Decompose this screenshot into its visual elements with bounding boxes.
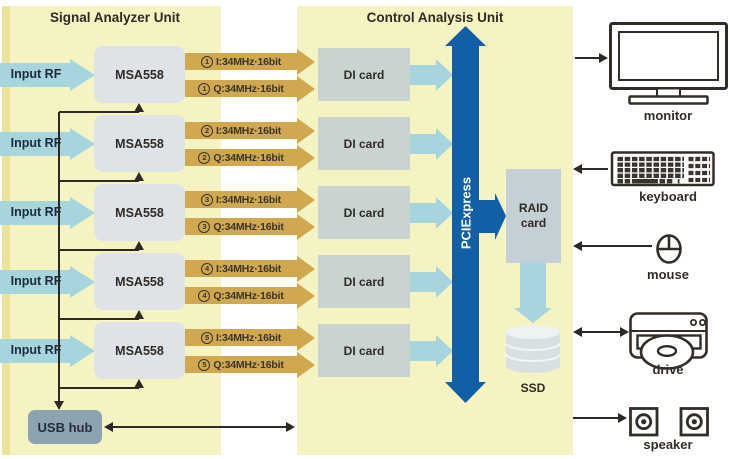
speaker-icon [629, 407, 709, 437]
channel-number: 4 [200, 262, 213, 275]
analyzer-box: MSA558 [94, 115, 185, 172]
monitor-label: monitor [643, 108, 693, 123]
channel-number: 2 [200, 124, 213, 137]
raid-to-ssd-arrow [514, 263, 552, 323]
di-pcie-arrow [410, 59, 453, 91]
ssd-cylinder-icon [505, 325, 561, 373]
monitor-icon [609, 22, 728, 105]
di-card-box: DI card [318, 324, 410, 377]
input-rf-arrow [0, 59, 95, 91]
channel-number: 1 [200, 55, 213, 68]
analyzer-box: MSA558 [94, 322, 185, 379]
channel-number: 5 [200, 331, 213, 344]
analyzer-box: MSA558 [94, 46, 185, 103]
drive-arrow [573, 327, 629, 337]
di-pcie-arrow [410, 266, 453, 298]
usb-hub-box: USB hub [28, 410, 102, 444]
pcie-bus-label: PCIExpress [458, 176, 474, 250]
channel-number: 4 [198, 289, 211, 302]
q-signal-label: Q:34MHz·16bit [213, 289, 284, 302]
speaker-arrow [573, 413, 627, 423]
input-rf-arrow [0, 266, 95, 298]
di-to-pcie-arrows [410, 59, 453, 367]
channel-number: 5 [198, 358, 211, 371]
peripheral-arrows [573, 53, 652, 423]
channel-number: 1 [198, 82, 211, 95]
raid-card-label-line1: RAID [518, 201, 549, 215]
mouse-icon [656, 234, 682, 264]
i-signal-label: I:34MHz·16bit [215, 262, 282, 275]
optical-drive-icon [629, 312, 708, 370]
left-edge-strip [2, 6, 10, 455]
i-signal-label: I:34MHz·16bit [215, 124, 282, 137]
ssd-label: SSD [520, 381, 546, 395]
channel-number: 3 [200, 193, 213, 206]
input-rf-arrow [0, 335, 95, 367]
raid-card-label-line2: card [520, 216, 547, 230]
speaker-label: speaker [643, 437, 693, 452]
mouse-label: mouse [647, 267, 689, 282]
input-rf-label: Input RF [10, 343, 62, 357]
di-pcie-arrow [410, 335, 453, 367]
raid-card-box: RAID card [506, 169, 561, 263]
analyzer-box: MSA558 [94, 184, 185, 241]
i-signal-label: I:34MHz·16bit [215, 55, 282, 68]
input-rf-arrow [0, 128, 95, 160]
input-rf-arrows [0, 59, 95, 367]
di-pcie-arrow [410, 197, 453, 229]
keyboard-label: keyboard [639, 189, 697, 204]
keyboard-arrow [573, 164, 608, 174]
di-card-box: DI card [318, 186, 410, 239]
di-card-box: DI card [318, 117, 410, 170]
signal-unit-title: Signal Analyzer Unit [49, 10, 181, 25]
di-card-box: DI card [318, 48, 410, 101]
pcie-bus-arrow [445, 26, 486, 403]
q-signal-label: Q:34MHz·16bit [213, 151, 284, 164]
input-rf-label: Input RF [10, 205, 62, 219]
di-card-box: DI card [318, 255, 410, 308]
i-signal-label: I:34MHz·16bit [215, 331, 282, 344]
channel-number: 3 [198, 220, 211, 233]
pcie-to-raid-arrow [479, 193, 506, 240]
monitor-arrow [575, 53, 608, 63]
input-rf-label: Input RF [10, 136, 62, 150]
drive-label: drive [652, 362, 684, 377]
channel-number: 2 [198, 151, 211, 164]
usb-hub-link-arrow [104, 422, 295, 432]
q-signal-label: Q:34MHz·16bit [213, 220, 284, 233]
analyzer-box: MSA558 [94, 253, 185, 310]
input-rf-label: Input RF [10, 67, 62, 81]
usb-control-rail [54, 103, 144, 410]
input-rf-label: Input RF [10, 274, 62, 288]
input-rf-arrow [0, 197, 95, 229]
q-signal-label: Q:34MHz·16bit [213, 82, 284, 95]
control-unit-title: Control Analysis Unit [366, 10, 504, 25]
i-signal-label: I:34MHz·16bit [215, 193, 282, 206]
di-pcie-arrow [410, 128, 453, 160]
keyboard-icon [610, 151, 715, 187]
mouse-arrow [573, 241, 652, 251]
q-signal-label: Q:34MHz·16bit [213, 358, 284, 371]
